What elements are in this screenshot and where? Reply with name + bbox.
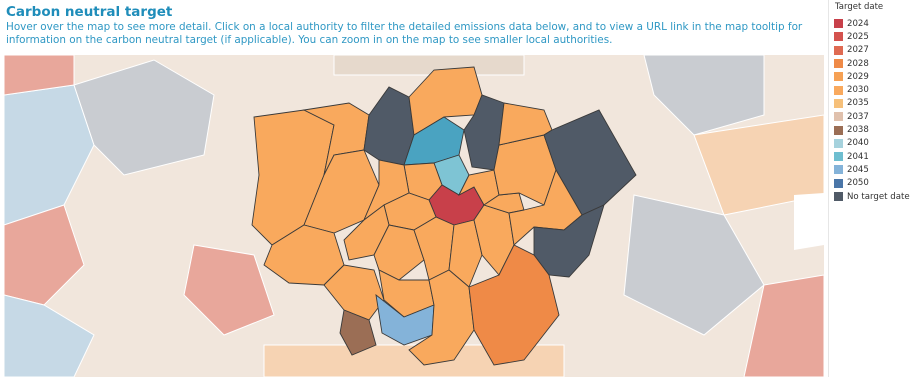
legend-label: 2035 [847,98,869,109]
legend-label: 2050 [847,178,869,189]
page-title: Carbon neutral target [6,4,173,20]
legend-label: 2030 [847,85,869,96]
legend-swatch [834,98,843,108]
header: Carbon neutral target Hover over the map… [6,4,821,47]
borough-newham[interactable] [493,134,557,206]
legend-item-2030[interactable]: 2030 [829,83,924,96]
legend-label: 2025 [847,31,869,42]
legend-swatch [834,59,843,69]
legend-item-2041[interactable]: 2041 [829,150,924,163]
legend-item-2050[interactable]: 2050 [829,177,924,190]
surrounding-regions [4,55,824,377]
legend-swatch [834,152,843,162]
legend-item-2029[interactable]: 2029 [829,70,924,83]
legend-item-2025[interactable]: 2025 [829,30,924,43]
legend-label: No target date [847,191,910,202]
legend-label: 2029 [847,71,869,82]
legend-swatch [834,32,843,42]
legend-label: 2024 [847,18,869,29]
london-boroughs[interactable] [251,66,637,366]
borough-kingston[interactable] [339,309,377,356]
carbon-target-map[interactable] [4,55,824,377]
legend-item-2037[interactable]: 2037 [829,110,924,123]
legend-swatch [834,192,843,201]
borough-ealing[interactable] [303,149,380,234]
borough-croydon[interactable] [408,269,475,366]
legend-swatch [834,85,843,95]
region-south-red [183,244,275,336]
page-subtitle: Hover over the map to see more detail. C… [6,21,803,46]
borough-bromley[interactable] [468,244,560,366]
region-east-orange [693,114,824,216]
region-northeast-grey [643,55,765,136]
legend-swatch [834,178,843,188]
region-northwest-red [4,55,75,96]
borough-tower-hamlets[interactable] [482,192,525,214]
legend-item-2028[interactable]: 2028 [829,57,924,70]
legend-item-2027[interactable]: 2027 [829,44,924,57]
legend-label: 2041 [847,151,869,162]
legend-swatch [834,72,843,82]
legend-item-2038[interactable]: 2038 [829,123,924,136]
region-east-grey [623,194,765,336]
map-svg[interactable] [4,55,824,377]
legend-item-2024[interactable]: 2024 [829,17,924,30]
borough-bexley[interactable] [533,204,605,278]
region-west-red [4,204,85,306]
legend-label: 2037 [847,111,869,122]
legend-list: 2024 2025 2027 2028 2029 2030 2035 2037 [829,17,924,203]
borough-southwark[interactable] [448,219,483,288]
region-west-grey [73,59,215,176]
legend-item-2040[interactable]: 2040 [829,137,924,150]
legend-swatch [834,19,843,29]
region-southwest-blue [4,294,95,377]
legend-label: 2027 [847,45,869,56]
legend-swatch [834,45,843,55]
legend-swatch [834,112,843,122]
legend-swatch [834,125,843,135]
legend-item-no-target-date[interactable]: No target date [829,190,924,203]
legend-label: 2040 [847,138,869,149]
legend-label: 2028 [847,58,869,69]
region-north-grey [333,55,525,76]
legend-title: Target date [835,2,884,12]
legend-label: 2038 [847,125,869,136]
legend-item-2035[interactable]: 2035 [829,97,924,110]
borough-barnet[interactable] [363,86,415,166]
region-southeast-red [743,274,824,377]
region-white-patch [794,193,824,250]
legend-swatch [834,138,843,148]
legend-item-2045[interactable]: 2045 [829,163,924,176]
legend-label: 2045 [847,164,869,175]
legend-swatch [834,165,843,175]
legend-panel: Target date 2024 2025 2027 2028 2029 203… [828,0,924,377]
